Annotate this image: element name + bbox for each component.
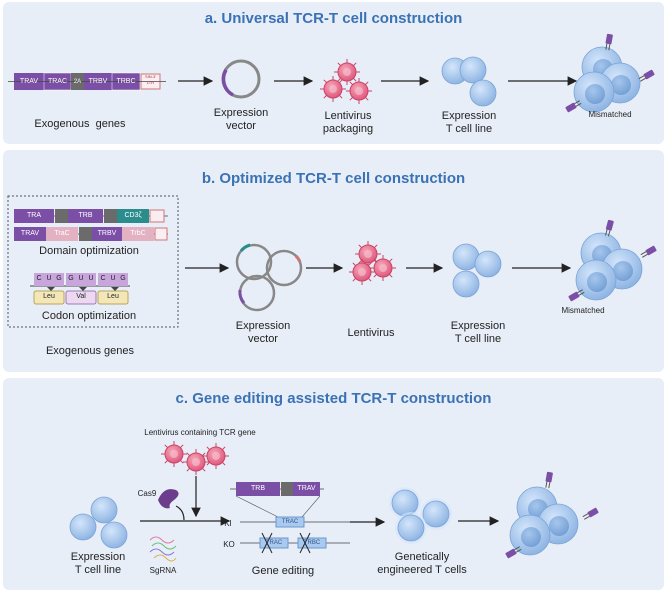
panel-b-plasmids [235, 243, 303, 312]
gene-trac: TRAC [47, 78, 68, 85]
panel-a-title: a. Universal TCR-T cell construction [204, 10, 463, 27]
panel-b-codon-graphic [30, 273, 130, 305]
expression-tcell-label-a: Expression T cell line [441, 110, 497, 135]
codon-5: U [88, 275, 94, 282]
domain-optimization-label: Domain optimization [39, 245, 139, 257]
expression-tcell-label-c: Expression T cell line [70, 551, 126, 576]
gene-tra: TRA [27, 212, 41, 219]
gene-trb: TRB [78, 212, 93, 219]
codon-2: G [56, 275, 62, 282]
amino-val: Val [76, 293, 86, 300]
engineered-tcells-label: Genetically engineered T cells [377, 551, 467, 576]
gene-cd3z: CD3ζ [124, 212, 142, 219]
panel-c-final-cells [504, 471, 600, 560]
gene-trbc-b: TrbC [130, 230, 146, 237]
panel-c-ki-construct [230, 482, 350, 528]
panel-b-virus [348, 240, 397, 286]
lentivirus-packaging-label: Lentivirus packaging [322, 110, 374, 135]
codon-4: U [78, 275, 84, 282]
panel-b-tcells [452, 243, 502, 298]
expression-tcell-label-b: Expression T cell line [450, 320, 506, 345]
expression-vector-label-b: Expression vector [235, 320, 291, 345]
gene-trav-b: TRAV [20, 230, 40, 237]
panel-c-engineered-cells [389, 487, 452, 544]
panel-a-tcells [441, 56, 497, 107]
ko-target-trac: TRAC [265, 540, 283, 546]
gene-trbc: TRBC [116, 78, 136, 85]
arrow-c-cas9 [175, 505, 185, 521]
panel-b-construct-row1 [14, 209, 168, 223]
gene-trb-c: TRB [251, 485, 265, 492]
mismatched-label-a: Mismatched [588, 110, 632, 119]
codon-8: G [120, 275, 126, 282]
lentivirus-label-b: Lentivirus [347, 327, 395, 339]
codon-6: C [100, 275, 106, 282]
panel-a-gene-construct [8, 72, 166, 91]
ki-target-trac: TRAC [281, 519, 299, 525]
exogenous-genes-label-b: Exogenous genes [45, 345, 135, 357]
panel-c-title: c. Gene editing assisted TCR-T construct… [175, 390, 492, 407]
panel-c: c. Gene editing assisted TCR-T construct… [3, 378, 664, 590]
panel-a-plasmid [221, 59, 261, 99]
cas9-label: Cas9 [137, 489, 157, 498]
ki-label: KI [224, 519, 232, 528]
panel-a-mismatched-cells [564, 33, 656, 114]
ko-target-trbc: TRBC [303, 540, 321, 546]
panel-a-virus [319, 58, 373, 105]
panel-c-virus [160, 440, 230, 476]
panel-b-construct-row2 [14, 227, 168, 241]
panel-c-ko-construct [240, 532, 350, 554]
gene-trac-b: TraC [54, 230, 70, 237]
amino-leu-1: Leu [43, 293, 55, 300]
cas9-icon [158, 489, 179, 509]
lentivirus-tcr-label: Lentivirus containing TCR gene [144, 428, 256, 437]
gene-ltr: SIN-3' LTR [145, 74, 156, 85]
gene-editing-label: Gene editing [251, 565, 315, 577]
gene-trbv-b: TRBV [97, 230, 117, 237]
expression-vector-label-a: Expression vector [213, 107, 269, 132]
gene-trav: TRAV [19, 78, 39, 85]
sgrna-icon [149, 536, 177, 562]
mismatched-label-b: Mismatched [561, 306, 605, 315]
gene-2a: 2A [73, 79, 82, 85]
codon-3: G [68, 275, 74, 282]
panel-c-tcells [69, 496, 128, 549]
codon-optimization-label: Codon optimization [41, 310, 137, 322]
codon-7: U [110, 275, 116, 282]
panel-b-optimization-box [7, 195, 179, 328]
amino-leu-2: Leu [107, 293, 119, 300]
ko-label: KO [223, 540, 235, 549]
panel-b-title: b. Optimized TCR-T cell construction [201, 170, 466, 187]
panel-b-mismatched-cells [567, 219, 658, 303]
gene-trbv: TRBV [88, 78, 108, 85]
gene-trav-c: TRAV [297, 485, 316, 492]
sgrna-label: SgRNA [149, 566, 177, 575]
exogenous-genes-label-a: Exogenous genes [34, 118, 126, 130]
panel-b: b. Optimized TCR-T cell construction [3, 150, 664, 372]
codon-1: U [46, 275, 52, 282]
codon-0: C [36, 275, 42, 282]
